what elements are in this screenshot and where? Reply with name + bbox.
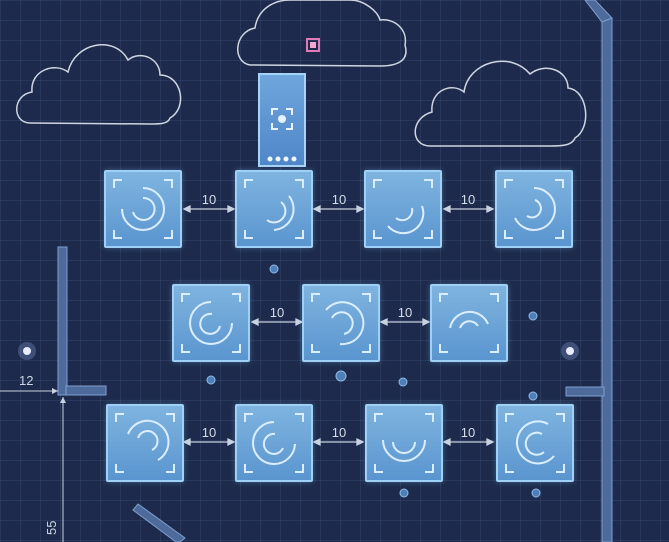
spiral-icon	[504, 179, 564, 239]
spiral-tile-11[interactable]	[496, 404, 574, 482]
spiral-icon	[244, 179, 304, 239]
left-wall-offset-label: 12	[19, 373, 34, 388]
spiral-icon	[244, 413, 304, 473]
spacing-arrows	[182, 204, 495, 447]
bottom-measure-label: 55	[44, 520, 59, 535]
spiral-tile-6[interactable]	[302, 284, 380, 362]
right-wall-top	[584, 0, 613, 23]
spiral-icon	[115, 413, 175, 473]
cloud-right	[414, 60, 587, 147]
spacing-label: 10	[201, 192, 217, 207]
spacing-label: 10	[269, 305, 285, 320]
spiral-tile-4[interactable]	[495, 170, 573, 248]
spacing-label: 10	[331, 425, 347, 440]
bubbles	[206, 264, 541, 498]
left-wall	[57, 246, 68, 396]
spiral-icon	[505, 413, 565, 473]
spiral-icon	[439, 293, 499, 353]
focus-icon	[267, 108, 297, 162]
spacing-label: 10	[460, 425, 476, 440]
spiral-tile-1[interactable]	[104, 170, 182, 248]
spiral-tile-2[interactable]	[235, 170, 313, 248]
spiral-icon	[373, 179, 433, 239]
left-ledge	[65, 385, 107, 396]
spiral-icon	[374, 413, 434, 473]
spiral-tile-7[interactable]	[430, 284, 508, 362]
spiral-icon	[181, 293, 241, 353]
cloud-top	[237, 0, 407, 67]
launcher-block[interactable]	[258, 73, 306, 167]
spiral-tile-8[interactable]	[106, 404, 184, 482]
spacing-label: 10	[331, 192, 347, 207]
target-marker[interactable]	[306, 38, 320, 52]
spiral-icon	[311, 293, 371, 353]
spacing-label: 10	[201, 425, 217, 440]
spiral-tile-5[interactable]	[172, 284, 250, 362]
spiral-icon	[113, 179, 173, 239]
right-ledge	[565, 386, 605, 397]
right-wall	[601, 17, 613, 542]
spacing-label: 10	[397, 305, 413, 320]
spiral-tile-9[interactable]	[235, 404, 313, 482]
spiral-tile-3[interactable]	[364, 170, 442, 248]
cloud-left	[16, 44, 182, 125]
spacing-label: 10	[460, 192, 476, 207]
bottom-ramp	[132, 503, 186, 542]
spiral-tile-10[interactable]	[365, 404, 443, 482]
